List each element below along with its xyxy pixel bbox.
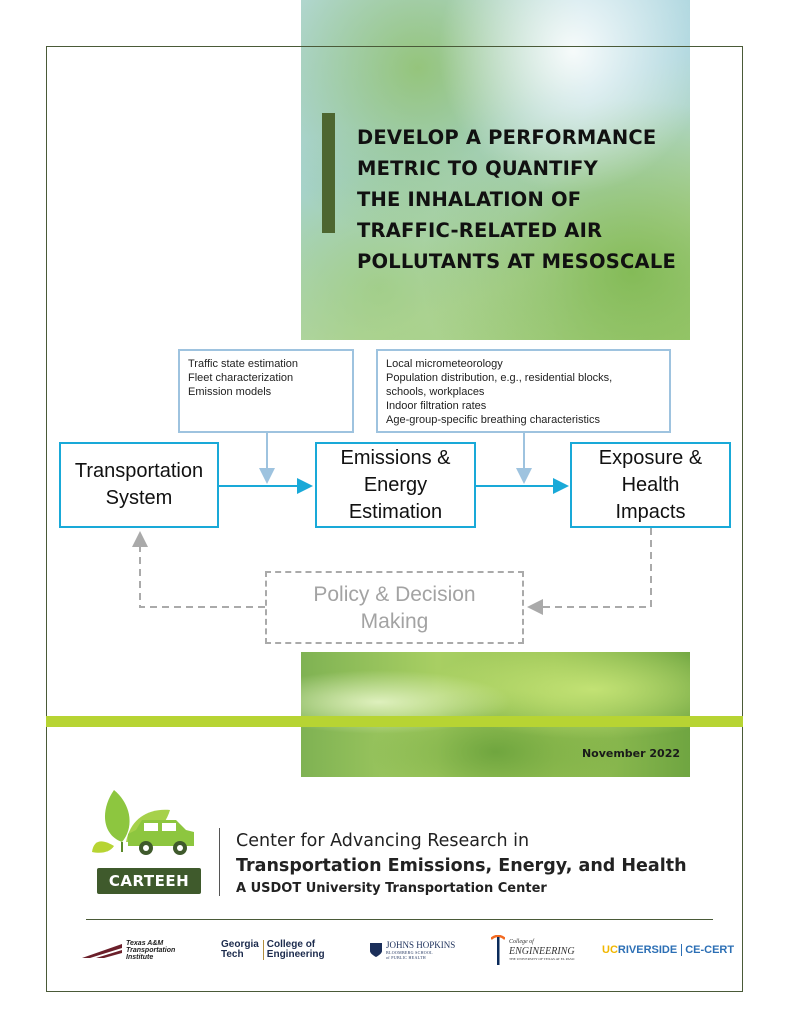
utep-text: THE UNIVERSITY OF TEXAS AT EL PASO (509, 956, 575, 961)
gt-college: College of (266, 939, 316, 950)
title-line: DEVELOP A PERFORMANCE (357, 126, 657, 149)
input-item: schools, workplaces (386, 386, 485, 398)
center-divider (219, 828, 220, 896)
gt-name: Tech (221, 949, 244, 960)
title-line: POLLUTANTS AT MESOSCALE (357, 250, 676, 273)
partner-utep-logo: College of ENGINEERING THE UNIVERSITY OF… (491, 932, 575, 968)
utep-text: College of (509, 938, 534, 945)
input-item: Traffic state estimation (188, 358, 299, 370)
input-item: Emission models (188, 386, 272, 398)
title-line: TRAFFIC-RELATED AIR (357, 219, 603, 242)
tti-text: Texas A&M (126, 939, 164, 947)
input-item: Age-group-specific breathing characteris… (386, 414, 600, 426)
dashed-feedback-exposure-to-policy (527, 528, 652, 615)
jhu-text: JOHNS HOPKINS (386, 939, 456, 950)
carteeh-logo-text: CARTEEH (97, 868, 201, 894)
partner-johns-hopkins-logo: JOHNS HOPKINS BLOOMBERG SCHOOL of PUBLIC… (370, 932, 455, 968)
publication-date: November 2022 (581, 747, 680, 760)
partner-ucr-logo: UC RIVERSIDE CE-CERT (602, 932, 734, 968)
dashed-feedback-policy-to-transport (132, 531, 265, 608)
center-name: Center for Advancing Research in Transpo… (236, 829, 687, 899)
title-line: THE INHALATION OF (357, 188, 582, 211)
node-label: Exposure & (598, 446, 703, 469)
center-line-2: Transportation Emissions, Energy, and He… (236, 856, 687, 876)
tti-swoosh-icon (82, 944, 122, 958)
page-border (46, 46, 743, 992)
gt-college: Engineering (266, 949, 325, 960)
center-line-3: A USDOT University Transportation Center (236, 881, 547, 896)
footer-foliage-photo (301, 652, 690, 777)
node-label: Estimation (348, 500, 443, 523)
node-label: Transportation (74, 460, 204, 482)
report-title: DEVELOP A PERFORMANCE METRIC TO QUANTIFY… (357, 122, 687, 277)
title-line: METRIC TO QUANTIFY (357, 157, 598, 180)
utep-pickaxe-icon (491, 935, 505, 965)
node-label: Policy & Decision (313, 582, 476, 606)
header-foliage-photo (301, 0, 690, 340)
node-policy-decision: Policy & Decision Making (265, 571, 524, 644)
node-transportation-system: Transportation System (59, 442, 219, 528)
input-box-right: Local micrometeorology Population distri… (376, 349, 671, 433)
jhu-text: of PUBLIC HEALTH (386, 954, 426, 960)
gt-name: Georgia (221, 939, 259, 950)
carteeh-logo-icon (92, 790, 194, 855)
node-label: Impacts (615, 500, 686, 523)
utep-text: ENGINEERING (509, 945, 575, 957)
node-label: Energy (363, 473, 428, 496)
node-exposure-health: Exposure & Health Impacts (570, 442, 731, 528)
node-label: Emissions & (340, 446, 451, 469)
ucr-text: UC (602, 944, 618, 956)
node-label: Health (621, 473, 680, 496)
input-item: Local micrometeorology (386, 358, 503, 370)
jhu-text: BLOOMBERG SCHOOL (386, 949, 433, 955)
partner-tti-logo: Texas A&M Transportation Institute (82, 932, 175, 968)
input-box-left: Traffic state estimation Fleet character… (178, 349, 354, 433)
input-item: Population distribution, e.g., residenti… (386, 372, 613, 384)
tti-text: Institute (126, 953, 154, 961)
node-label: Making (360, 609, 429, 633)
tti-text: Transportation (126, 946, 176, 954)
input-item: Indoor filtration rates (386, 400, 487, 412)
ucr-text: RIVERSIDE (617, 944, 678, 956)
footer-rule (86, 919, 713, 920)
input-item: Fleet characterization (188, 372, 294, 384)
node-emissions-energy: Emissions & Energy Estimation (315, 442, 476, 528)
partner-georgia-tech-logo: Georgia Tech College of Engineering (221, 932, 325, 968)
node-label: System (105, 487, 173, 509)
center-line-1: Center for Advancing Research in (236, 831, 530, 851)
ucr-text: CE-CERT (681, 944, 734, 956)
jhu-shield-icon (370, 943, 382, 957)
title-accent-bar (322, 113, 335, 233)
green-accent-band (46, 716, 743, 727)
